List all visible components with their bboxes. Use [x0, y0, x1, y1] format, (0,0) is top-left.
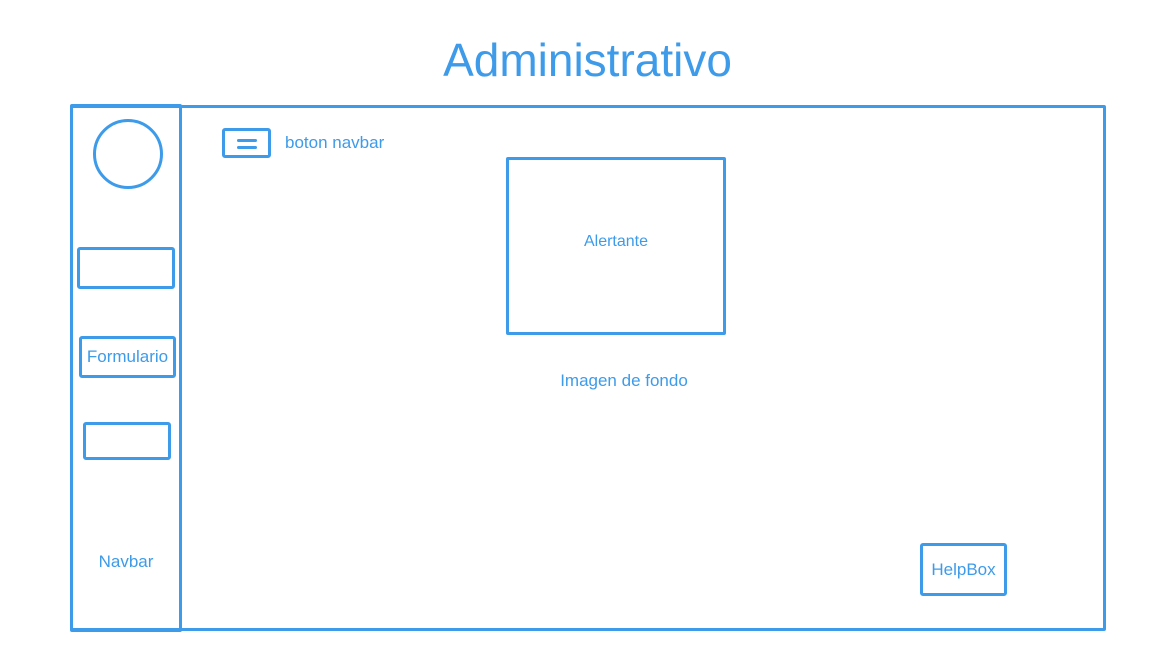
navbar-toggle-label: boton navbar [285, 133, 385, 152]
sidebar-item-1[interactable] [77, 247, 175, 289]
avatar[interactable] [93, 119, 163, 189]
navbar-toggle-button[interactable] [222, 128, 271, 158]
alert-label: Alertante [583, 233, 649, 250]
background-image-label: Imagen de fondo [560, 371, 688, 390]
sidebar-item-formulario[interactable]: Formulario [79, 336, 176, 378]
hamburger-icon [237, 139, 257, 142]
hamburger-icon-bar [237, 146, 257, 149]
sidebar-item-3[interactable] [83, 422, 171, 460]
page-title: Administrativo [443, 34, 732, 86]
navbar-label: Navbar [98, 552, 154, 571]
helpbox-button[interactable]: HelpBox [920, 543, 1007, 596]
alert-panel: Alertante [506, 157, 726, 335]
sidebar-navbar [70, 104, 182, 632]
